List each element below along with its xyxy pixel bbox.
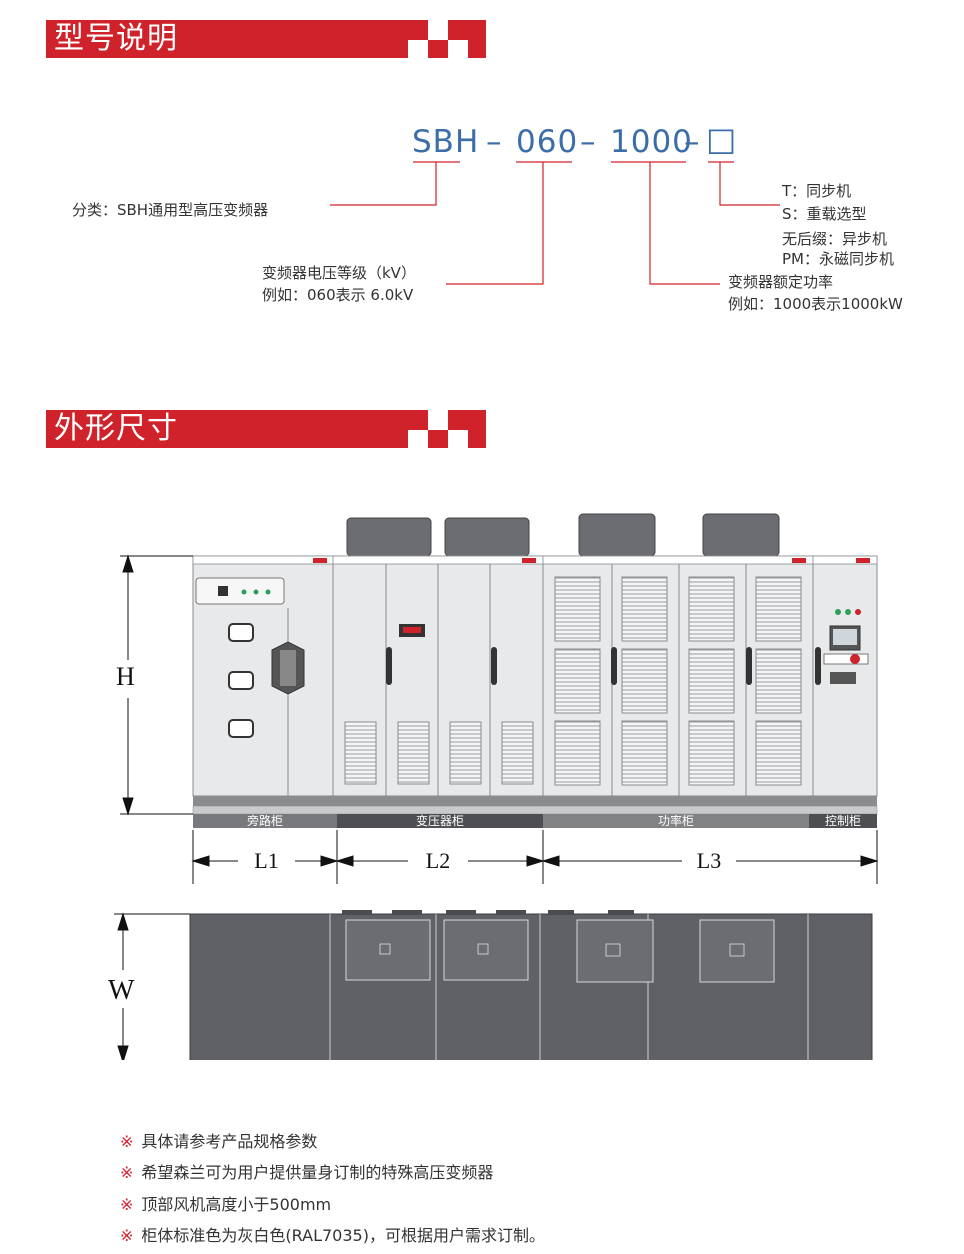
section-title-model-text: 型号说明 xyxy=(54,21,178,56)
top-fans xyxy=(346,513,780,557)
model-sep: – xyxy=(486,124,503,160)
label-suffix-t: T：同步机 xyxy=(782,182,852,200)
label-voltage-title: 变频器电压等级（kV） xyxy=(262,264,416,282)
model-sep: – xyxy=(580,124,597,160)
front-view-drawing xyxy=(120,513,879,884)
cabinet-label-bypass: 旁路柜 xyxy=(246,814,283,828)
label-category: 分类：SBH通用型高压变频器 xyxy=(72,201,269,219)
model-series: SBH xyxy=(412,124,480,160)
note-item: ※ 柜体标准色为灰白色(RAL7035)，可根据用户需求订制。 xyxy=(120,1222,545,1246)
note-text: 希望森兰可为用户提供量身订制的特殊高压变频器 xyxy=(141,1163,494,1182)
top-view-drawing xyxy=(114,910,873,1060)
label-power-title: 变频器额定功率 xyxy=(728,273,834,291)
label-power-example: 例如：1000表示1000kW xyxy=(728,295,903,313)
note-text: 柜体标准色为灰白色(RAL7035)，可根据用户需求订制。 xyxy=(141,1226,545,1245)
note-mark: ※ xyxy=(120,1163,134,1182)
note-item: ※ 顶部风机高度小于500mm xyxy=(120,1191,331,1215)
cabinet-label-transformer: 变压器柜 xyxy=(415,814,464,828)
model-voltage: 060 xyxy=(516,124,579,160)
note-mark: ※ xyxy=(120,1226,134,1245)
cabinet-label-power: 功率柜 xyxy=(657,814,694,828)
section-title-dimensions: 外形尺寸 xyxy=(46,410,408,448)
label-suffix-s: S：重载选型 xyxy=(782,205,867,223)
note-mark: ※ xyxy=(120,1195,134,1214)
dim-l3-label: L3 xyxy=(696,848,722,873)
model-power: 1000 xyxy=(610,124,693,160)
model-leader-lines xyxy=(330,161,780,285)
dim-w-label: W xyxy=(108,975,135,1006)
note-text: 顶部风机高度小于500mm xyxy=(141,1195,332,1214)
section-title-model: 型号说明 xyxy=(46,20,408,58)
note-text: 具体请参考产品规格参数 xyxy=(141,1132,318,1151)
label-suffix-none: 无后缀：异步机 xyxy=(782,230,888,248)
model-suffix-box: □ xyxy=(706,120,738,158)
label-suffix-pm: PM：永磁同步机 xyxy=(782,250,894,268)
dim-l2-label: L2 xyxy=(425,848,451,873)
label-voltage-example: 例如：060表示 6.0kV xyxy=(262,286,414,304)
dim-h-label: H xyxy=(116,662,135,691)
note-mark: ※ xyxy=(120,1132,134,1151)
note-item: ※ 具体请参考产品规格参数 xyxy=(120,1128,317,1152)
dim-l1-label: L1 xyxy=(254,848,279,873)
model-sep: – xyxy=(684,124,701,160)
note-item: ※ 希望森兰可为用户提供量身订制的特殊高压变频器 xyxy=(120,1159,493,1183)
section-title-dimensions-text: 外形尺寸 xyxy=(54,411,178,446)
cabinet-label-control: 控制柜 xyxy=(824,814,861,828)
